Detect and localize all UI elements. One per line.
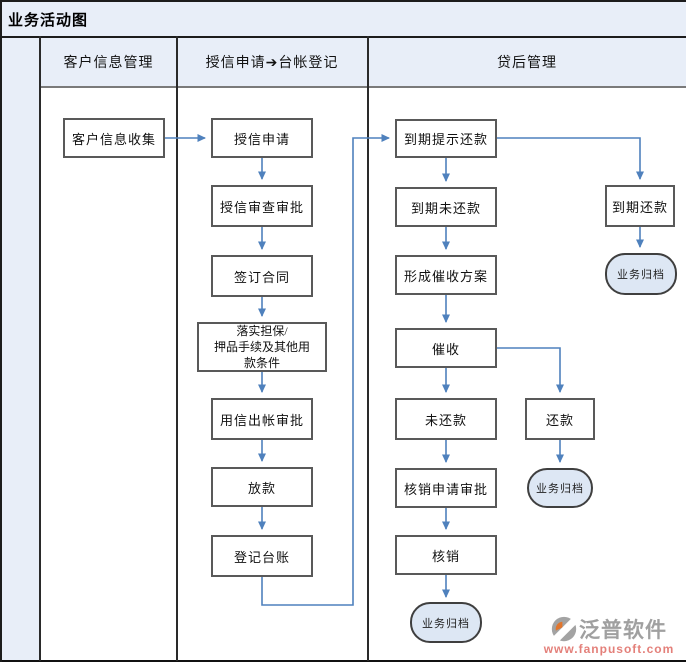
lane-divider-2 [176,36,178,661]
node-collection: 催收 [395,328,497,368]
node-credit-apply: 授信申请 [211,118,313,158]
border-left [0,0,2,662]
node-archive-writeoff: 业务归档 [410,602,482,643]
node-due-reminder: 到期提示还款 [395,119,497,158]
node-repaid: 还款 [525,398,595,440]
node-writeoff-apply-approval: 核销申请审批 [395,468,497,508]
title-separator [0,36,686,38]
border-top [0,0,686,2]
node-disbursement-approval: 用信出帐审批 [211,398,313,440]
watermark: 泛普软件 www.fanpusoft.com [538,614,680,656]
lane-divider-1 [39,36,41,661]
node-due-unpaid: 到期未还款 [395,187,497,227]
watermark-url: www.fanpusoft.com [543,642,675,656]
top-band [0,0,686,87]
watermark-brand: 泛普软件 [579,619,667,642]
diagram-title: 业务活动图 [8,13,89,29]
node-archive-repaid: 业务归档 [527,468,593,508]
node-loan-release: 放款 [211,467,313,507]
lane-divider-3 [367,36,369,661]
node-collect-customer-info: 客户信息收集 [63,118,165,158]
node-due-repaid: 到期还款 [605,185,675,227]
node-archive-due-repaid: 业务归档 [605,253,677,295]
node-credit-review-approval: 授信审查审批 [211,185,313,227]
node-sign-contract: 签订合同 [211,255,313,297]
lane-header-post-loan: 贷后管理 [497,56,557,71]
fanpu-logo-icon [551,616,577,642]
left-margin-strip [0,87,40,661]
node-register-ledger: 登记台账 [211,535,313,577]
lane-header-customer-info: 客户信息管理 [63,56,154,71]
border-bottom [0,660,686,662]
header-separator [40,86,686,88]
node-not-repaid: 未还款 [395,398,497,440]
lane-header-credit-to-ledger: 授信申请➔台帐登记 [205,56,339,71]
node-writeoff: 核销 [395,535,497,575]
node-implement-guarantee: 落实担保/ 押品手续及其他用 款条件 [197,322,327,372]
node-collection-plan: 形成催收方案 [395,255,497,295]
